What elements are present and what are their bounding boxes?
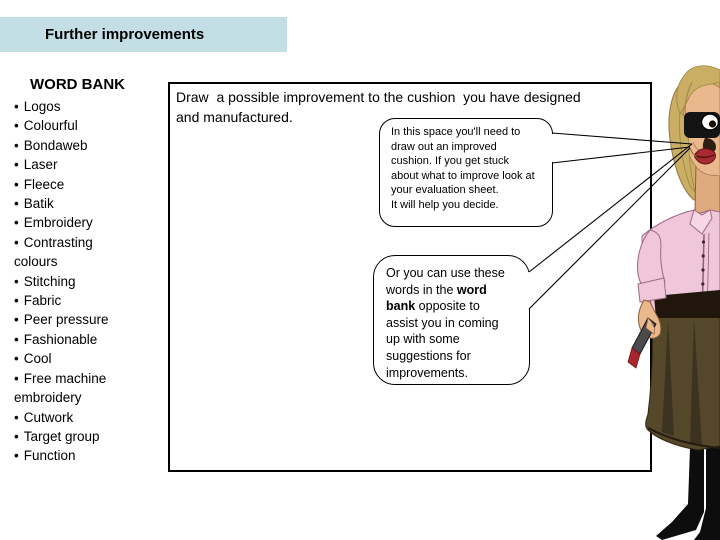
word-bank-item: •Cool xyxy=(14,349,138,368)
teacher-boot-right xyxy=(694,444,720,540)
bubble-text-before: Or you can use these words in the xyxy=(386,266,505,297)
bullet-icon: • xyxy=(14,312,19,328)
teacher-illustration xyxy=(627,65,720,540)
word-bank-item: •Contrasting colours xyxy=(14,233,138,272)
word-bank-item-label: Batik xyxy=(23,196,54,212)
word-bank-item-label: Stitching xyxy=(23,273,76,289)
word-bank-item-label: Target group xyxy=(23,428,100,444)
word-bank-heading: WORD BANK xyxy=(30,76,125,93)
slide-title: Further improvements xyxy=(45,26,205,43)
bullet-icon: • xyxy=(14,331,19,347)
bullet-icon: • xyxy=(14,215,19,231)
word-bank-item-label: Embroidery xyxy=(23,215,93,231)
word-bank-item-label: Colourful xyxy=(23,118,78,134)
bullet-icon: • xyxy=(14,157,19,173)
bullet-icon: • xyxy=(14,176,19,192)
word-bank-item: •Batik xyxy=(14,194,138,213)
speech-bubble-word-bank: Or you can use these words in the word b… xyxy=(373,255,530,385)
word-bank-item-label: Cool xyxy=(23,351,52,367)
teacher-boot-left xyxy=(656,446,704,540)
word-bank-item: •Bondaweb xyxy=(14,136,138,155)
word-bank-item: •Fashionable xyxy=(14,330,138,349)
bullet-icon: • xyxy=(14,99,19,114)
teacher-skirt-fold xyxy=(662,320,674,436)
word-bank-item: •Stitching xyxy=(14,272,138,291)
word-bank-item: •Laser xyxy=(14,155,138,174)
word-bank-item-label: Laser xyxy=(23,157,58,173)
bullet-icon: • xyxy=(14,409,19,425)
bullet-icon: • xyxy=(14,196,19,212)
word-bank-item: •Fleece xyxy=(14,175,138,194)
word-bank-panel: WORD BANK •Logos •Colourful •Bondaweb •L… xyxy=(14,76,164,466)
bullet-icon: • xyxy=(14,351,19,367)
bullet-icon: • xyxy=(14,370,19,386)
word-bank-item-label: Cutwork xyxy=(23,409,74,425)
word-bank-item-label: Peer pressure xyxy=(23,312,109,328)
word-bank-item: •Cutwork xyxy=(14,408,138,427)
teacher-lens-glint xyxy=(707,118,710,121)
speech-bubble-draw-space: In this space you'll need to draw out an… xyxy=(379,118,553,227)
word-bank-item-label: Contrasting colours xyxy=(14,234,93,270)
word-bank-item-label: Fabric xyxy=(23,293,62,309)
teacher-fingers xyxy=(645,317,655,335)
speech-bubble-word-bank-text: Or you can use these words in the word b… xyxy=(386,265,525,381)
word-bank-item-label: Free machine embroidery xyxy=(14,370,107,406)
bullet-icon: • xyxy=(14,448,19,464)
drawing-box: Draw a possible improvement to the cushi… xyxy=(168,82,652,472)
bullet-icon: • xyxy=(14,137,19,153)
word-bank-item: • Logos xyxy=(14,97,138,116)
marker-cap xyxy=(627,347,641,369)
teacher-skirt-hem xyxy=(647,427,720,449)
teacher-skirt-fold-2 xyxy=(690,318,702,446)
bubble-text-after: opposite to assist you in coming up with… xyxy=(386,299,499,380)
bullet-icon: • xyxy=(14,273,19,289)
speech-bubble-draw-space-text: In this space you'll need to draw out an… xyxy=(391,126,535,211)
bullet-icon: • xyxy=(14,234,19,250)
teacher-cheek-line xyxy=(692,141,700,151)
teacher-pupil xyxy=(708,120,717,128)
drawing-box-instruction: Draw a possible improvement to the cushi… xyxy=(176,89,581,125)
word-bank-item: •Fabric xyxy=(14,291,138,310)
bullet-icon: • xyxy=(14,428,19,444)
word-bank-item-label: Fleece xyxy=(23,176,65,192)
word-bank-item: •Function xyxy=(14,446,138,465)
word-bank-item: •Colourful xyxy=(14,116,138,135)
word-bank-item-label: Fashionable xyxy=(23,331,98,347)
teacher-lips xyxy=(694,148,716,165)
teacher-mouth-line xyxy=(695,154,715,158)
word-bank-item: •Embroidery xyxy=(14,213,138,232)
word-bank-item-label: Function xyxy=(23,448,76,464)
teacher-hair-fringe xyxy=(676,65,720,115)
word-bank-item-label: Logos xyxy=(23,99,61,114)
word-bank-item-label: Bondaweb xyxy=(23,137,88,153)
word-bank-item: •Target group xyxy=(14,427,138,446)
word-bank-list: •Logos •Colourful •Bondaweb •Laser •Flee… xyxy=(14,97,138,466)
word-bank-item: •Peer pressure xyxy=(14,310,138,329)
word-bank-emphasis: word bank xyxy=(386,282,487,314)
bullet-icon: • xyxy=(14,293,19,309)
title-banner: Further improvements xyxy=(0,17,287,52)
bullet-icon: • xyxy=(14,118,19,134)
word-bank-item: •Free machine embroidery xyxy=(14,369,138,408)
